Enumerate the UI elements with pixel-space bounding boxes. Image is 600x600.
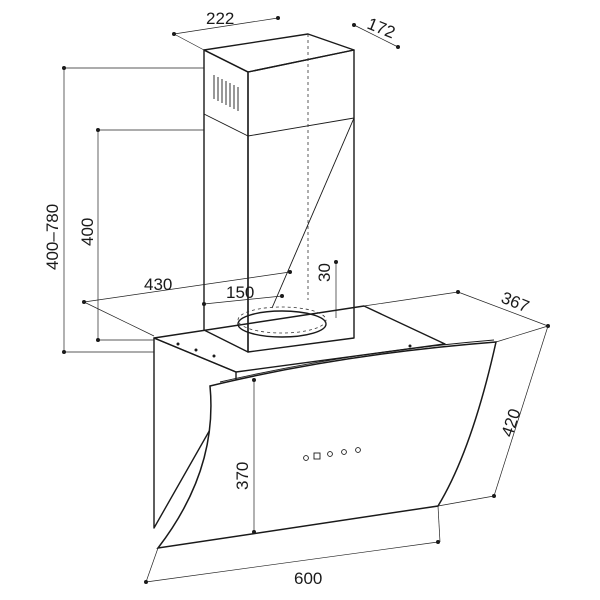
chimney-vent-slots xyxy=(214,75,238,111)
chimney-diagonal-brace xyxy=(272,118,354,308)
label-hood-depth-top: 430 xyxy=(144,275,172,294)
label-glass-height: 420 xyxy=(498,406,525,439)
hood-glass-panel xyxy=(158,342,496,548)
chimney-front-face xyxy=(248,50,354,352)
label-outlet-diameter: 150 xyxy=(226,283,254,302)
label-hood-depth: 367 xyxy=(499,288,532,316)
chimney-section-joint-left xyxy=(204,114,248,136)
label-chimney-width: 222 xyxy=(206,9,234,28)
label-total-height: 400–780 xyxy=(43,204,62,270)
label-outlet-offset: 30 xyxy=(315,263,334,282)
label-chimney-depth: 172 xyxy=(365,14,398,42)
label-chimney-height: 400 xyxy=(78,218,97,246)
label-front-height: 370 xyxy=(233,462,252,490)
label-hood-width: 600 xyxy=(294,569,322,588)
chimney-top-face xyxy=(204,34,354,72)
chimney xyxy=(204,34,354,352)
chimney-section-joint-front xyxy=(248,118,354,136)
